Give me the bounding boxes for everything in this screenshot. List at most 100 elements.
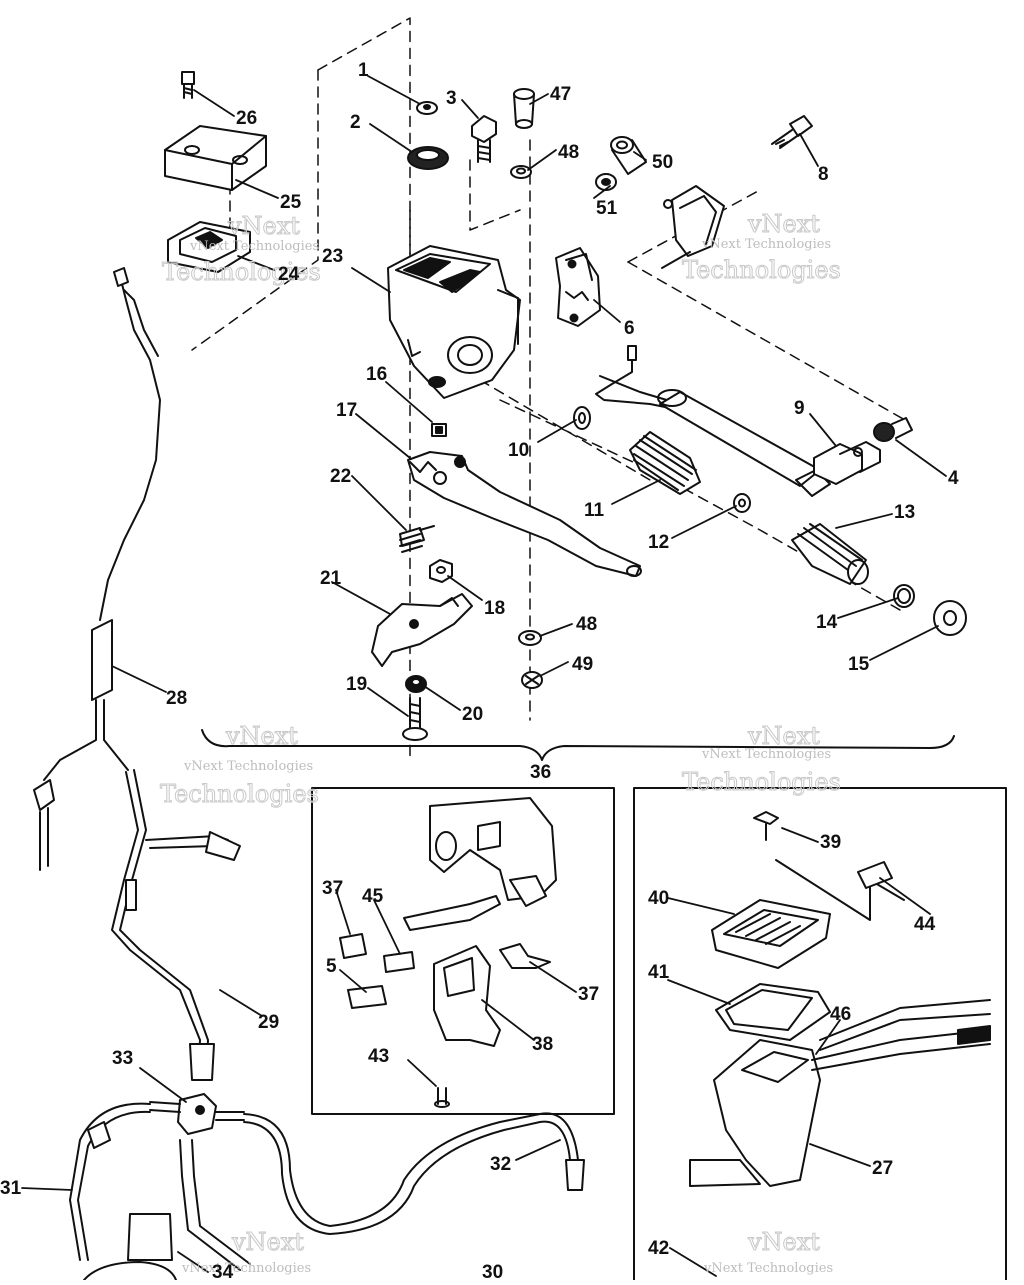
part-label: 42 [648, 1238, 669, 1259]
part-label: 39 [820, 832, 841, 853]
part-label: 10 [508, 440, 529, 461]
watermark-company-text: Technologies [162, 258, 321, 286]
callout-labels: 1 2 3 47 48 50 51 8 26 25 24 23 6 16 17 … [0, 60, 959, 1283]
watermark-brand-text: vNext [227, 212, 300, 240]
inset-right-parts [689, 811, 991, 1187]
part-label: 19 [346, 674, 367, 695]
washer-10 [573, 406, 591, 430]
bushing-50 [610, 136, 647, 175]
part-label: 31 [0, 1178, 22, 1199]
part-label: 48 [576, 614, 597, 635]
watermark-company-text: Technologies [682, 256, 841, 284]
part-label: 51 [596, 198, 618, 219]
part-label: 14 [816, 612, 838, 633]
pin-47 [513, 88, 535, 129]
part-label: 15 [848, 654, 870, 675]
washer-48-bottom [518, 630, 542, 646]
part-label: 44 [914, 914, 936, 935]
part-label: 21 [320, 568, 342, 589]
part-label: 2 [350, 112, 361, 133]
part-label: 25 [280, 192, 302, 213]
part-label: 30 [482, 1262, 503, 1280]
washer-12 [733, 493, 751, 513]
reservoir-cover-25 [164, 125, 267, 191]
part-label: 13 [894, 502, 915, 523]
nut-18 [429, 559, 453, 583]
boot-15 [933, 600, 967, 636]
leader-lines [21, 75, 947, 1277]
grommet-2 [407, 146, 449, 170]
watermark-full-text: vNext Technologies [703, 1261, 833, 1276]
part-label: 37 [578, 984, 599, 1005]
part-label: 29 [258, 1012, 279, 1033]
watermarks: vNext vNext Technologies Technologies vN… [160, 210, 842, 1277]
part-label: 16 [366, 364, 387, 385]
inset-box-right [633, 787, 1007, 1281]
diaphragm-24 [167, 221, 251, 273]
part-label: 24 [278, 264, 300, 285]
part-label: 40 [648, 888, 669, 909]
part-label: 11 [584, 500, 605, 521]
screw-8 [771, 115, 813, 149]
brake-line-32 [243, 1112, 585, 1235]
brake-line-30 [83, 1175, 251, 1281]
watermark-full-text: vNext Technologies [189, 239, 319, 254]
part-label: 22 [330, 466, 351, 487]
part-label: 6 [624, 318, 635, 339]
bracket-36 [201, 729, 955, 761]
ring-14 [893, 584, 915, 608]
brake-lever-17 [407, 451, 642, 577]
switch-bracket [661, 185, 725, 269]
part-label: 20 [462, 704, 483, 725]
clamp-6 [555, 247, 601, 327]
part-label: 46 [830, 1004, 851, 1025]
part-label: 3 [446, 88, 457, 109]
inset-left-parts [339, 797, 557, 1108]
part-label: 26 [236, 108, 257, 129]
part-label: 12 [648, 532, 669, 553]
bolt-3 [471, 115, 497, 163]
inset-box-left [311, 787, 615, 1115]
part-label: 36 [530, 762, 551, 783]
part-label: 18 [484, 598, 505, 619]
washer-48-top [510, 165, 532, 179]
cap-screw-26 [181, 71, 195, 99]
part-label: 47 [550, 84, 571, 105]
part-label: 45 [362, 886, 384, 907]
master-cylinder-23 [387, 245, 521, 399]
part-label: 4 [948, 468, 959, 489]
part-label: 1 [358, 60, 369, 81]
part-label: 5 [326, 956, 337, 977]
watermark-brand-text: vNext [747, 1228, 820, 1256]
brake-line-29 [111, 769, 241, 1081]
washer-1 [416, 101, 438, 115]
part-label: 41 [648, 962, 670, 983]
part-label: 50 [652, 152, 673, 173]
nut-49 [521, 671, 543, 689]
bushing-51 [595, 173, 617, 191]
throttle-cable-28 [33, 267, 161, 871]
watermark-brand-text: vNext [225, 722, 298, 750]
part-label: 48 [558, 142, 579, 163]
part-label: 37 [322, 878, 343, 899]
switch-9 [813, 441, 881, 485]
nut-20 [405, 675, 427, 693]
piston-13 [791, 523, 869, 585]
nut-16 [431, 423, 447, 437]
watermark-full-text: vNext Technologies [701, 747, 831, 762]
watermark-brand-text: vNext [747, 210, 820, 238]
part-label: 34 [212, 1262, 234, 1280]
part-label: 8 [818, 164, 829, 185]
part-label: 49 [572, 654, 593, 675]
watermark-company-text: Technologies [160, 780, 319, 808]
part-label: 9 [794, 398, 805, 419]
part-label: 43 [368, 1046, 389, 1067]
part-label: 33 [112, 1048, 133, 1069]
watermark-full-text: vNext Technologies [701, 237, 831, 252]
part-label: 38 [532, 1034, 553, 1055]
watermark-company-text: Technologies [682, 768, 841, 796]
part-label: 28 [166, 688, 187, 709]
bolt-19 [402, 697, 428, 741]
